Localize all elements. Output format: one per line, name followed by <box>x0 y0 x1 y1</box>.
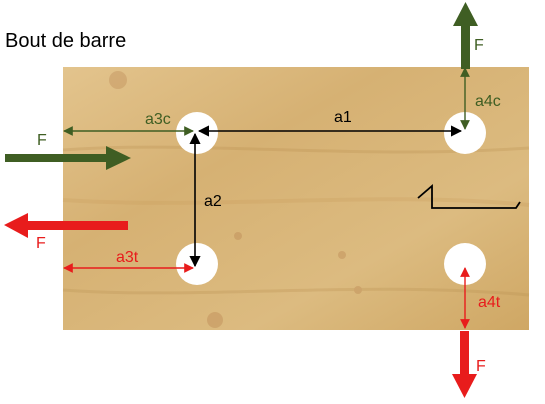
force-label-left-red: F <box>36 235 46 252</box>
a2-label: a2 <box>204 193 222 210</box>
force-arrow-left-green <box>5 146 131 170</box>
a4c-label: a4c <box>475 93 501 110</box>
force-arrow-top-green <box>453 2 478 69</box>
force-label-bottom-red: F <box>476 358 486 375</box>
force-label-top-green: F <box>474 37 484 54</box>
hole-top-right <box>444 112 486 154</box>
hole-bottom-right <box>444 243 486 285</box>
break-line-icon <box>417 184 521 209</box>
force-arrow-left-red <box>4 213 128 238</box>
hole-top-left <box>176 112 218 154</box>
hole-bottom-left <box>176 243 218 285</box>
wood-bar <box>63 67 529 330</box>
a3t-label: a3t <box>116 249 139 266</box>
diagram-title: Bout de barre <box>5 30 127 52</box>
force-arrow-bottom-red <box>452 331 477 398</box>
force-label-left-green: F <box>37 132 47 149</box>
a3c-label: a3c <box>145 111 171 128</box>
a1-label: a1 <box>334 109 352 126</box>
a4t-label: a4t <box>478 294 501 311</box>
